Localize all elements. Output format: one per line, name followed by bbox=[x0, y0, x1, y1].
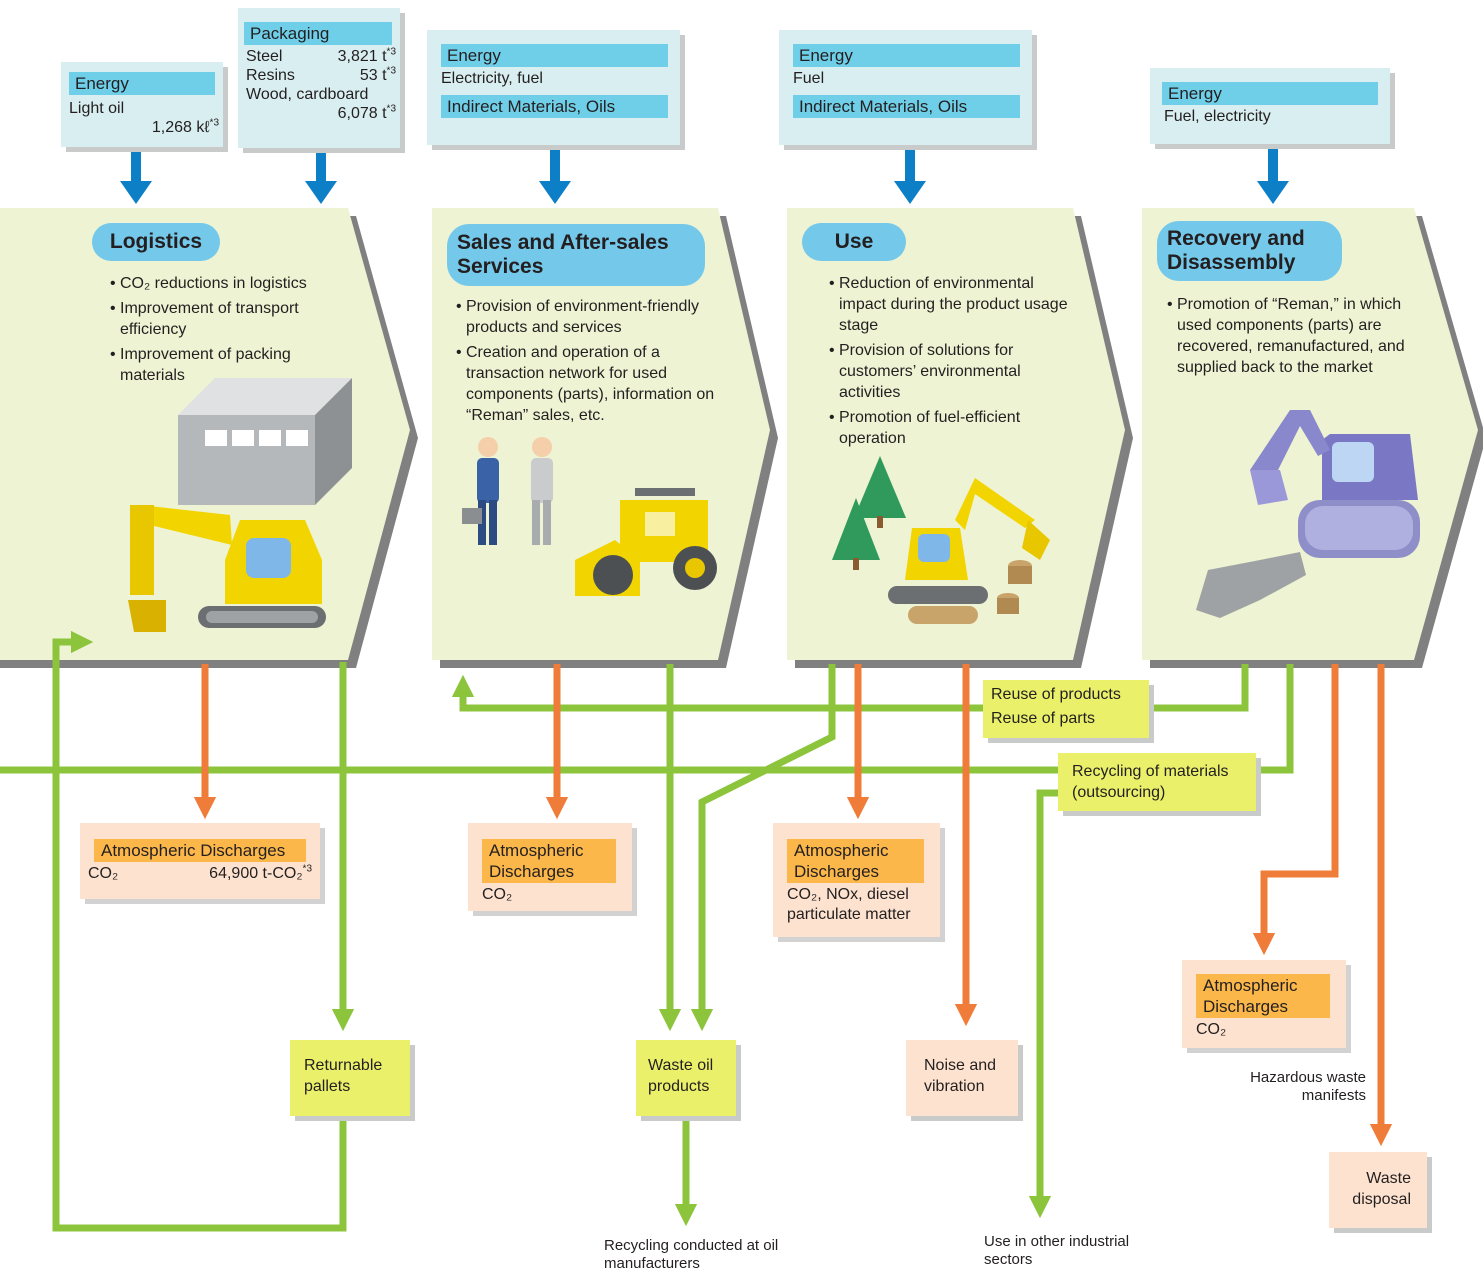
wheel-loader-illustration bbox=[575, 488, 717, 596]
atm-label: Atmospheric Discharges bbox=[482, 839, 616, 883]
waste-oil-products-box: Waste oil products bbox=[636, 1040, 736, 1116]
stage-title-use: Use bbox=[802, 223, 906, 261]
atm-discharges-recovery: Atmospheric Discharges CO₂ bbox=[1182, 960, 1346, 1048]
recovery-energy-text: Fuel, electricity bbox=[1164, 108, 1271, 125]
packaging-wood-label: Wood, cardboard bbox=[246, 86, 369, 103]
stage-bullets-logistics: CO₂ reductions in logistics Improvement … bbox=[110, 273, 340, 386]
people-illustration bbox=[462, 437, 553, 545]
green-flows bbox=[0, 630, 1294, 1232]
stage-bullet: Promotion of “Reman,” in which used comp… bbox=[1167, 294, 1429, 378]
packaging-row-resins: Resins 53 t*3 bbox=[238, 66, 400, 85]
use-input-box: Energy Fuel Indirect Materials, Oils bbox=[779, 30, 1032, 145]
stage-bullet: Provision of solutions for customers’ en… bbox=[829, 340, 1069, 403]
forest-illustration bbox=[832, 456, 1032, 624]
stage-bullet: Provision of environment-friendly produc… bbox=[456, 296, 736, 338]
energy-label: Energy bbox=[793, 44, 1020, 67]
stage-bullet: Creation and operation of a transaction … bbox=[456, 342, 736, 426]
packaging-row-note: *3 bbox=[386, 46, 396, 58]
stage-title-recovery: Recovery and Disassembly bbox=[1157, 221, 1342, 281]
reuse-line bbox=[451, 664, 1249, 712]
recycling-materials-label: Recycling of materials (outsourcing) bbox=[1058, 753, 1256, 811]
atm-label: Atmospheric Discharges bbox=[787, 839, 924, 883]
other-sectors-line bbox=[1028, 789, 1060, 1219]
waste-disposal-box: Waste disposal bbox=[1329, 1152, 1427, 1228]
atm-co2-row: CO₂ 64,900 t-CO₂*3 bbox=[80, 862, 320, 884]
packaging-label: Packaging bbox=[244, 22, 392, 45]
light-oil-value-row: 1,268 kℓ*3 bbox=[61, 118, 223, 137]
indirect-materials-label: Indirect Materials, Oils bbox=[441, 95, 668, 118]
light-oil-value: 1,268 kℓ bbox=[151, 119, 210, 136]
atm-label: Atmospheric Discharges bbox=[94, 839, 306, 862]
use-waste-oil-line bbox=[690, 664, 836, 1032]
energy-label: Energy bbox=[69, 72, 215, 95]
orange-flows bbox=[193, 664, 1393, 1147]
energy-label: Energy bbox=[441, 44, 668, 67]
input-arrows bbox=[120, 148, 1289, 204]
excavator-illustration-logistics bbox=[128, 505, 326, 632]
atm-discharges-sales: Atmospheric Discharges CO₂ bbox=[468, 823, 632, 911]
stage-title-logistics: Logistics bbox=[92, 223, 220, 261]
atm-gas: CO₂ bbox=[88, 865, 119, 882]
packaging-row-value: 3,821 t bbox=[337, 48, 387, 65]
atm-text: CO₂ bbox=[482, 886, 513, 903]
packaging-row-value: 53 t bbox=[359, 67, 387, 84]
logistics-packaging-box: Packaging Steel 3,821 t*3 Resins 53 t*3 … bbox=[238, 8, 400, 148]
stage-bullet: Improvement of transport efficiency bbox=[110, 298, 340, 340]
stage-bullet: Improvement of packing materials bbox=[110, 344, 340, 386]
building-illustration bbox=[178, 378, 352, 505]
packaging-wood-row: 6,078 t*3 bbox=[238, 104, 400, 123]
note-hazardous-manifests: Hazardous waste manifests bbox=[1250, 1069, 1366, 1104]
stage-bullets-sales: Provision of environment-friendly produc… bbox=[456, 296, 736, 426]
stage-bullets-use: Reduction of environmental impact during… bbox=[829, 273, 1069, 449]
note-other-sectors: Use in other industrial sectors bbox=[984, 1233, 1130, 1268]
noise-vibration-box: Noise and vibration bbox=[906, 1040, 1018, 1116]
atm-discharges-use: Atmospheric Discharges CO₂, NOx, diesel … bbox=[773, 823, 940, 937]
stage-bullet: Reduction of environmental impact during… bbox=[829, 273, 1069, 336]
packaging-row-steel: Steel 3,821 t*3 bbox=[238, 47, 400, 66]
light-oil-note: *3 bbox=[209, 117, 219, 129]
excavator-illustration-use bbox=[888, 478, 1050, 604]
stage-bullet: Promotion of fuel-efficient operation bbox=[829, 407, 1069, 449]
recycling-main-line bbox=[0, 664, 1294, 774]
reuse-products-label: Reuse of products bbox=[991, 686, 1121, 703]
indirect-materials-label: Indirect Materials, Oils bbox=[793, 95, 1020, 118]
stage-bullets-recovery: Promotion of “Reman,” in which used comp… bbox=[1167, 294, 1429, 378]
reuse-parts-label: Reuse of parts bbox=[991, 710, 1096, 727]
packaging-row-name: Steel bbox=[246, 48, 283, 65]
returnable-pallets-box: Returnable pallets bbox=[290, 1040, 410, 1116]
note-recycling-oil: Recycling conducted at oil manufacturers bbox=[604, 1237, 779, 1272]
energy-label: Energy bbox=[1162, 82, 1378, 105]
atm-text: CO₂, NOx, diesel particulate matter bbox=[787, 886, 911, 923]
recovery-input-box: Energy Fuel, electricity bbox=[1150, 68, 1390, 144]
packaging-row-name: Resins bbox=[246, 67, 295, 84]
packaging-wood-value: 6,078 t bbox=[337, 105, 387, 122]
packaging-row-note: *3 bbox=[386, 65, 396, 77]
atm-label: Atmospheric Discharges bbox=[1196, 974, 1330, 1018]
light-oil-label: Light oil bbox=[69, 100, 125, 117]
logistics-energy-box: Energy Light oil 1,268 kℓ*3 bbox=[61, 62, 223, 147]
stage-title-sales: Sales and After-sales Services bbox=[447, 224, 705, 286]
packaging-wood-note: *3 bbox=[386, 103, 396, 115]
use-energy-text: Fuel bbox=[793, 70, 825, 87]
atm-co2-value: 64,900 t-CO₂ bbox=[209, 865, 303, 882]
reuse-label-box: Reuse of products Reuse of parts bbox=[983, 680, 1149, 738]
atm-text: CO₂ bbox=[1196, 1021, 1227, 1038]
sales-energy-text: Electricity, fuel bbox=[441, 70, 543, 87]
returnable-loop-line bbox=[52, 630, 347, 1232]
stage-bullet: CO₂ reductions in logistics bbox=[110, 273, 340, 294]
sales-input-box: Energy Electricity, fuel Indirect Materi… bbox=[427, 30, 680, 145]
atm-co2-note: *3 bbox=[302, 863, 312, 875]
excavator-illustration-recovery bbox=[1196, 410, 1420, 618]
atm-discharges-logistics: Atmospheric Discharges CO₂ 64,900 t-CO₂*… bbox=[80, 823, 320, 899]
